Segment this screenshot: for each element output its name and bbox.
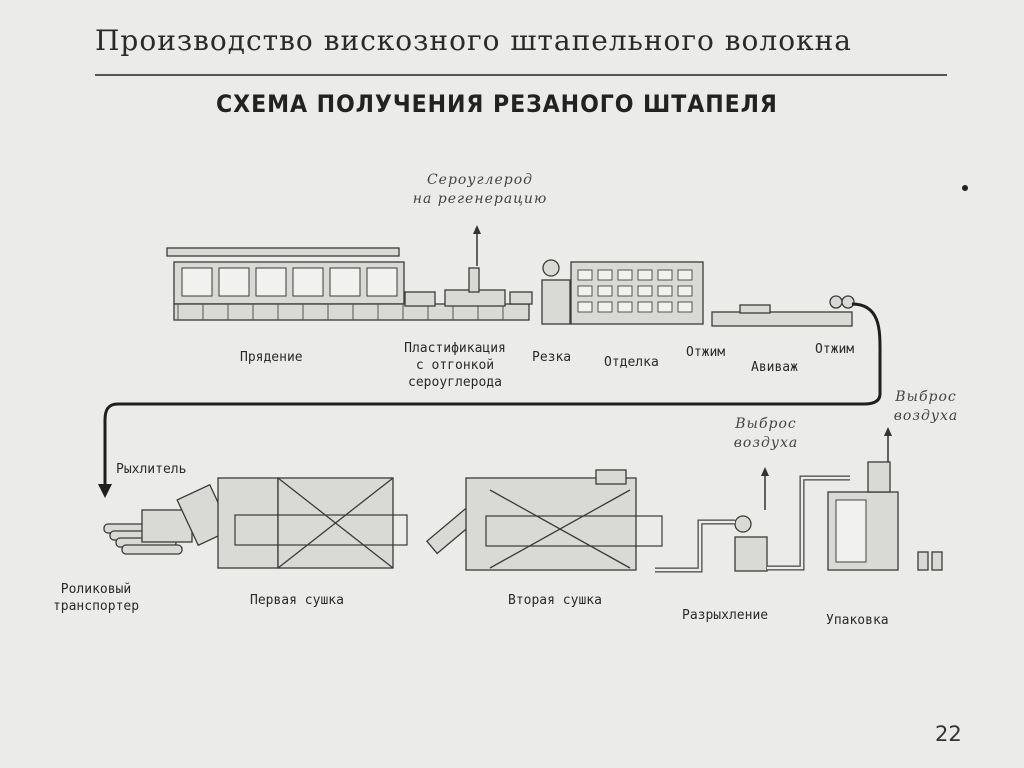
first-dryer-belt [234,514,408,546]
label-packing: Упаковка [826,613,889,628]
roller-conveyor-line2: транспортер [52,599,140,614]
air-exhaust-1-arrow [761,467,769,476]
finishing-cell [657,301,673,313]
avivage-tank [739,304,771,314]
bale-2 [931,551,943,571]
packing-top [867,461,891,493]
finishing-cell [617,285,633,297]
conveyor-roller [121,544,183,555]
label-plasticization: Пластификация с отгонкой сероуглерода [386,340,524,391]
page-number: 22 [935,722,962,746]
finishing-cell [577,285,593,297]
squeeze-roller-1 [829,295,843,309]
packing-drum [835,499,867,563]
header-rule [95,74,947,76]
finishing-cell [597,285,613,297]
air-release-note-2: Выброс воздуха [878,388,974,426]
second-dryer-cross-2 [489,489,631,569]
air-release-note-1: Выброс воздуха [718,415,814,453]
label-avivage: Авиваж [751,360,798,375]
label-cutting: Резка [532,350,572,365]
spinning-window [366,267,398,297]
finishing-cell [597,269,613,281]
header-title: Производство вискозного штапельного воло… [95,24,852,57]
carbon-disulfide-line1: Сероуглерод [426,172,534,188]
finishing-cell [677,285,693,297]
plasticization-tank [404,291,436,307]
spinning-roof [166,247,400,257]
loosening-blower [734,536,768,572]
spinning-base [173,303,530,321]
label-second-drying: Вторая сушка [508,593,602,608]
plasticization-line1: Пластификация [404,341,506,356]
label-squeeze-2: Отжим [815,342,855,357]
roller-conveyor-line1: Роликовый [60,582,132,597]
label-spinning: Прядение [240,350,303,365]
pipe-inner-1 [655,520,735,572]
air-exhaust-2-arrow [884,427,892,436]
first-dryer-head [217,477,279,569]
machines [103,247,943,572]
flow-lines [98,185,968,573]
finishing-cell [637,301,653,313]
finishing-cell [617,269,633,281]
loosening-fan [734,515,752,533]
cutting-roller [542,259,560,277]
finishing-cell [577,269,593,281]
air-release-1-line1: Выброс [735,416,797,432]
label-loosening: Разрыхление [682,608,769,623]
second-dryer-belt [485,515,663,547]
label-finishing: Отделка [604,355,659,370]
finishing-cell [657,285,673,297]
plasticization-line2: с отгонкой [415,358,495,373]
spinning-window [292,267,324,297]
spinning-window [255,267,287,297]
label-loosener: Рыхлитель [116,462,187,477]
air-release-2-line1: Выброс [895,389,957,405]
finishing-cell [597,301,613,313]
pipe-outer-1 [655,519,735,573]
squeeze-roller-2 [841,295,855,309]
air-release-2-line2: воздуха [893,408,959,424]
plasticization-chimney [468,267,480,293]
label-roller-conveyor: Роликовый транспортер [42,581,150,615]
spinning-window [181,267,213,297]
finishing-cell [637,285,653,297]
second-dryer-hood [595,469,627,485]
carbon-disulfide-line2: на регенерацию [412,191,548,207]
label-first-drying: Первая сушка [250,593,344,608]
first-dryer-cross-2 [277,477,394,569]
diagram-title: СХЕМА ПОЛУЧЕНИЯ РЕЗАНОГО ШТАПЕЛЯ [216,90,778,118]
bale-1 [917,551,929,571]
main-flow-path [103,302,882,486]
speck [962,185,968,191]
plasticization-pump [509,291,533,305]
finishing-cell [677,301,693,313]
avivage-line [711,311,853,327]
pipe-inner-2 [767,476,850,570]
finishing-cell [617,301,633,313]
cs2-exhaust-arrow [473,225,481,234]
finishing-cell [637,269,653,281]
finishing-cell [677,269,693,281]
spinning-window [218,267,250,297]
finishing-cell [657,269,673,281]
flow-arrow-down [98,484,112,498]
finishing-cell [577,301,593,313]
spinning-window [329,267,361,297]
air-release-1-line2: воздуха [733,435,799,451]
cutting-unit [541,279,571,325]
carbon-disulfide-note: Сероуглерод на регенерацию [405,171,555,209]
label-squeeze-1: Отжим [686,345,726,360]
plasticization-line3: сероуглерода [408,375,502,390]
